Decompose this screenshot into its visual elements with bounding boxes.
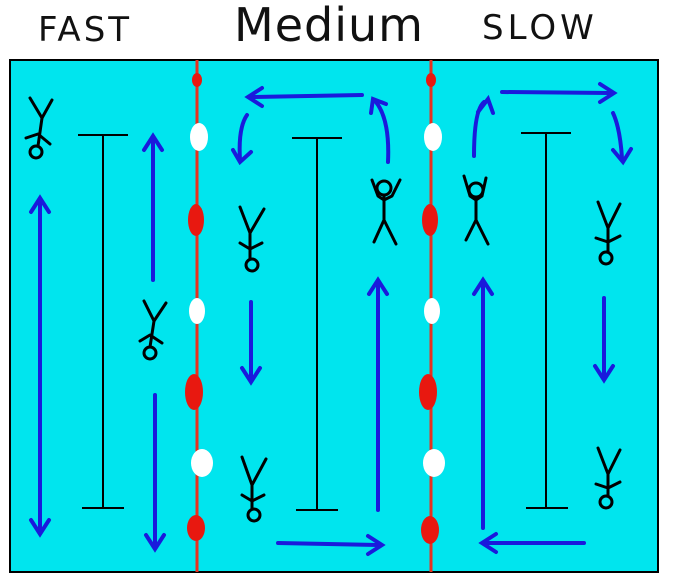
arrows-medium bbox=[231, 86, 391, 556]
swimmer-slow-2 bbox=[594, 200, 622, 266]
swimmer-fast-1 bbox=[24, 96, 54, 160]
swimmer-medium-3 bbox=[240, 455, 268, 523]
arrows-fast bbox=[29, 132, 166, 553]
float-red bbox=[185, 374, 203, 410]
lane-marker-medium bbox=[292, 137, 342, 511]
float-white bbox=[189, 298, 205, 324]
float-red bbox=[426, 73, 436, 87]
lane-marker-fast bbox=[78, 134, 128, 509]
swimmer-slow-1 bbox=[462, 174, 490, 246]
swimmer-fast-2 bbox=[138, 299, 168, 361]
float-red bbox=[188, 204, 204, 236]
swimmer-slow-3 bbox=[594, 446, 622, 510]
lane-rope-right bbox=[419, 60, 445, 572]
float-white bbox=[190, 123, 208, 151]
swimmer-medium-1 bbox=[238, 205, 266, 273]
float-white bbox=[423, 449, 445, 477]
float-red bbox=[422, 204, 438, 236]
float-red bbox=[419, 374, 437, 410]
lane-title-medium: Medium bbox=[234, 0, 424, 52]
arrows-slow bbox=[472, 82, 633, 554]
lane-title-slow: SLOW bbox=[482, 8, 598, 48]
float-red bbox=[421, 516, 439, 544]
float-white bbox=[191, 449, 213, 477]
float-white bbox=[424, 123, 442, 151]
float-red bbox=[187, 515, 205, 541]
lane-rope-left bbox=[185, 60, 213, 572]
swimmer-medium-2 bbox=[370, 178, 402, 246]
pool-water bbox=[9, 59, 659, 573]
lane-marker-slow bbox=[521, 132, 571, 509]
float-white bbox=[424, 298, 440, 324]
lane-title-fast: FAST bbox=[38, 10, 133, 50]
float-red bbox=[192, 73, 202, 87]
